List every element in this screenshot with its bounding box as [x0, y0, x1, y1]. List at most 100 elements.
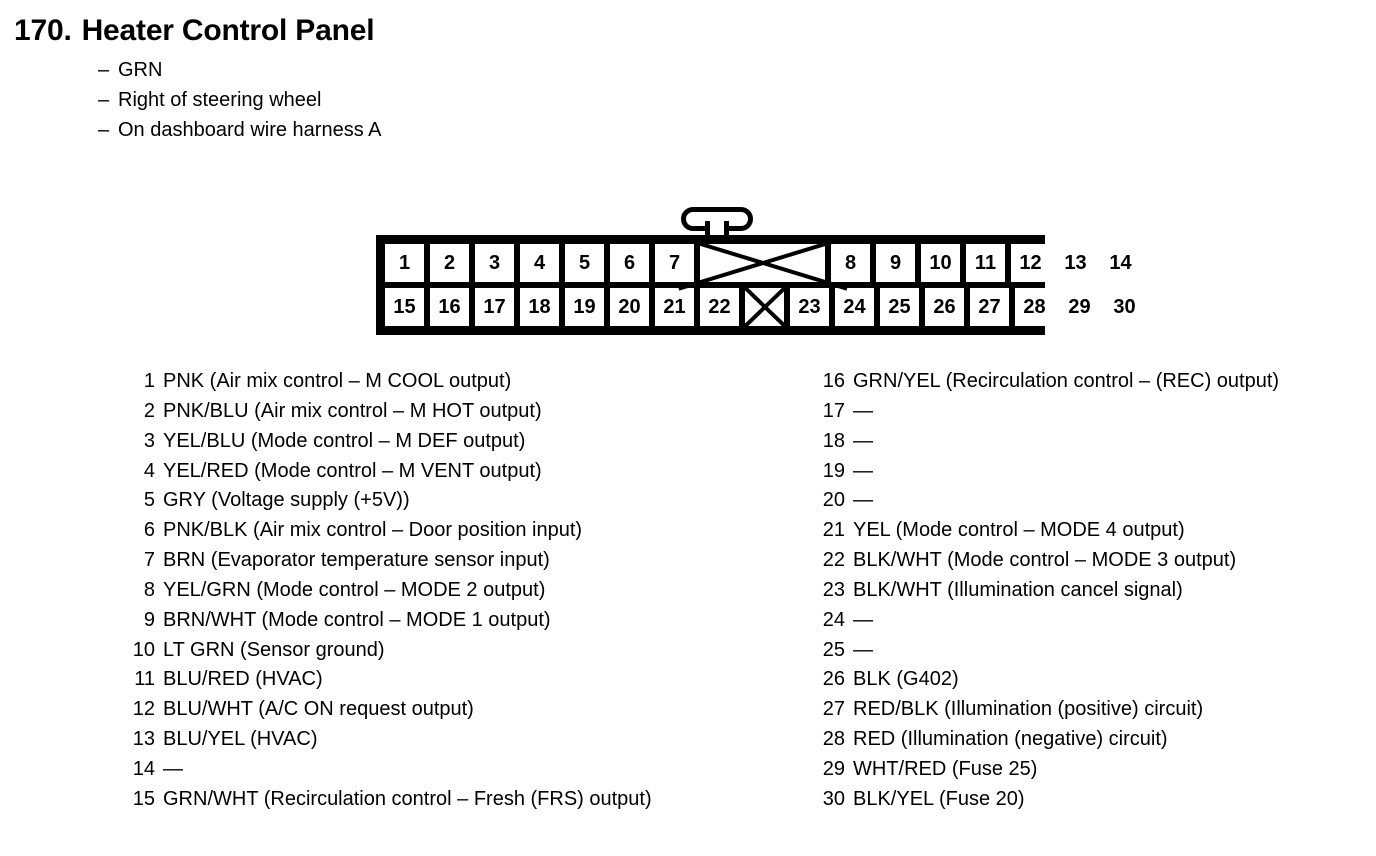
pin-description: GRN/WHT (Recirculation control – Fresh (…	[163, 787, 652, 810]
pin-number: 26	[822, 668, 845, 691]
connector-note: –GRN	[98, 55, 914, 85]
connector-pin-29: 29	[1060, 288, 1099, 326]
pin-description: BLU/YEL (HVAC)	[163, 728, 318, 751]
pin-number: 5	[143, 489, 155, 512]
pin-description: —	[163, 757, 183, 780]
pin-description: WHT/RED (Fuse 25)	[853, 757, 1038, 780]
pin-number: 4	[143, 459, 155, 482]
connector-pin-1: 1	[385, 244, 424, 282]
connector-pin-21: 21	[655, 288, 694, 326]
connector-pin-5: 5	[565, 244, 604, 282]
connector-pin-3: 3	[475, 244, 514, 282]
connector-pin-30: 30	[1105, 288, 1144, 326]
pin-number: 13	[132, 728, 155, 751]
page-title-text: Heater Control Panel	[81, 14, 375, 47]
page-title: 170.Heater Control Panel	[14, 14, 914, 47]
pin-description: BLK/WHT (Mode control – MODE 3 output)	[853, 549, 1237, 572]
pin-number: 17	[822, 399, 845, 422]
connector-pin-27: 27	[970, 288, 1009, 326]
pin-list-item: 11 BLU/RED (HVAC)	[124, 668, 652, 698]
connector-pin-24: 24	[835, 288, 874, 326]
pin-list-item: 29 WHT/RED (Fuse 25)	[814, 758, 1279, 788]
pin-number: 29	[822, 757, 845, 780]
connector-pin-11: 11	[966, 244, 1005, 282]
connector-latch-icon	[376, 203, 1045, 235]
pin-number: 22	[822, 549, 845, 572]
pin-number: 27	[822, 698, 845, 721]
pin-number: 23	[822, 578, 845, 601]
pin-description: —	[853, 399, 873, 422]
connector-pin-2: 2	[430, 244, 469, 282]
pin-description: RED (Illumination (negative) circuit)	[853, 728, 1168, 751]
pin-number: 28	[822, 728, 845, 751]
pin-number: 10	[132, 638, 155, 661]
pin-number: 7	[143, 549, 155, 572]
connector-pin-23: 23	[790, 288, 829, 326]
pin-list-item: 19—	[814, 460, 1279, 490]
list-dash-icon: –	[98, 119, 110, 141]
pin-number: 11	[134, 668, 155, 691]
pin-description: —	[853, 429, 873, 452]
connector-note-text: GRN	[118, 59, 163, 81]
pin-number: 14	[132, 757, 155, 780]
pin-description: RED/BLK (Illumination (positive) circuit…	[853, 698, 1204, 721]
pin-number: 3	[143, 429, 155, 452]
connector-pin-13: 13	[1056, 244, 1095, 282]
pin-number: 9	[143, 608, 155, 631]
pin-description: YEL/GRN (Mode control – MODE 2 output)	[163, 578, 546, 601]
connector-pin-7: 7	[655, 244, 694, 282]
connector-note: –Right of steering wheel	[98, 85, 914, 115]
pin-list-item: 18 —	[814, 430, 1279, 460]
pin-list-item: 28 RED (Illumination (negative) circuit)	[814, 728, 1279, 758]
pin-description: —	[853, 489, 873, 512]
pin-number: 15	[132, 787, 155, 810]
pin-description: PNK/BLK (Air mix control – Door position…	[163, 519, 583, 542]
connector-pin-20: 20	[610, 288, 649, 326]
connector-pin-10: 10	[921, 244, 960, 282]
pin-list-item: 3 YEL/BLU (Mode control – M DEF output)	[124, 430, 652, 460]
connector-pin-15: 15	[385, 288, 424, 326]
pin-list-item: 22 BLK/WHT (Mode control – MODE 3 output)	[814, 549, 1279, 579]
pin-number: 24	[822, 608, 845, 631]
pin-description: —	[853, 459, 873, 482]
pin-description: BLK/YEL (Fuse 20)	[853, 787, 1025, 810]
connector-pin-25: 25	[880, 288, 919, 326]
pin-number: 25	[822, 638, 845, 661]
pin-list-item: 14 —	[124, 758, 652, 788]
pin-description: —	[853, 608, 873, 631]
connector-pin-8: 8	[831, 244, 870, 282]
pin-list-item: 17 —	[814, 400, 1279, 430]
pin-description: —	[853, 638, 873, 661]
pin-description: BLU/RED (HVAC)	[163, 668, 323, 691]
connector-pin-12: 12	[1011, 244, 1050, 282]
connector-pin-14: 14	[1101, 244, 1140, 282]
connector-note-text: Right of steering wheel	[118, 89, 322, 111]
pin-description: BLU/WHT (A/C ON request output)	[163, 698, 474, 721]
pin-number: 18	[822, 429, 845, 452]
pin-description: BRN/WHT (Mode control – MODE 1 output)	[163, 608, 551, 631]
pin-list-item: 20—	[814, 489, 1279, 519]
pin-description: YEL/BLU (Mode control – M DEF output)	[163, 429, 526, 452]
pin-list-item: 9 BRN/WHT (Mode control – MODE 1 output)	[124, 609, 652, 639]
pin-number: 6	[143, 519, 155, 542]
header-block: 170.Heater Control Panel –GRN –Right of …	[14, 14, 914, 145]
pin-number: 12	[132, 698, 155, 721]
connector-pin-19: 19	[565, 288, 604, 326]
pin-description: PNK/BLU (Air mix control – M HOT output)	[163, 399, 542, 422]
pin-number: 1	[143, 370, 155, 392]
pin-list-item: 12 BLU/WHT (A/C ON request output)	[124, 698, 652, 728]
connector-notes-list: –GRN –Right of steering wheel –On dashbo…	[98, 55, 914, 145]
connector-note-text: On dashboard wire harness A	[118, 119, 382, 141]
